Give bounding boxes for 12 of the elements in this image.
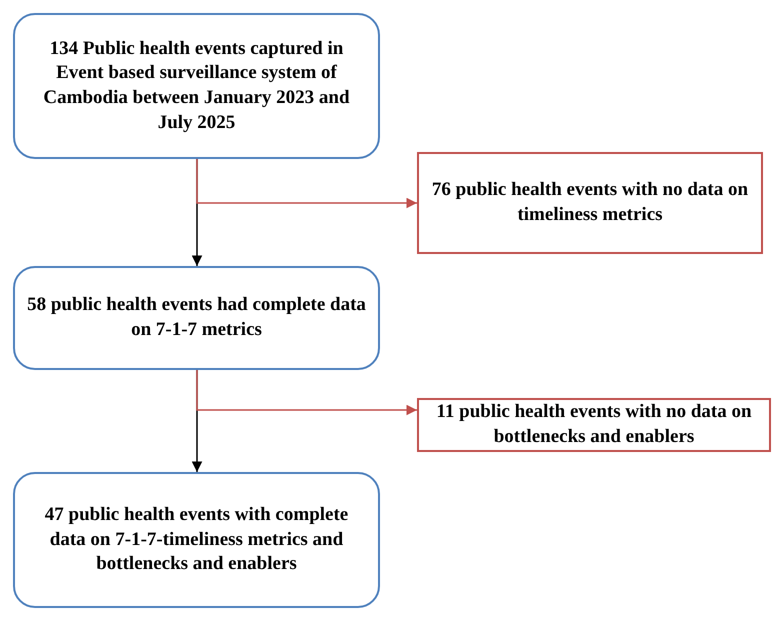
box-text: 47 public health events with complete data on 7-1-7-timeliness metrics and bottlenecks and enablers bbox=[44, 502, 350, 576]
arrow bbox=[196, 370, 417, 416]
box-text: 11 public health events with no data on bottlenecks and enablers bbox=[435, 400, 753, 449]
process-box bbox=[13, 266, 380, 370]
box-text: 76 public health events with no data on timeliness metrics bbox=[431, 178, 749, 227]
process-box bbox=[13, 13, 380, 159]
process-box bbox=[13, 472, 380, 608]
arrow bbox=[196, 159, 417, 208]
excluded-box bbox=[417, 152, 763, 254]
box-text: 58 public health events had complete data on 7-1-7 metrics bbox=[27, 293, 366, 342]
excluded-box bbox=[417, 398, 771, 452]
box-text: 134 Public health events captured in Event based surveillance system of Cambodia between January 2023 and July 2025 bbox=[42, 36, 351, 135]
